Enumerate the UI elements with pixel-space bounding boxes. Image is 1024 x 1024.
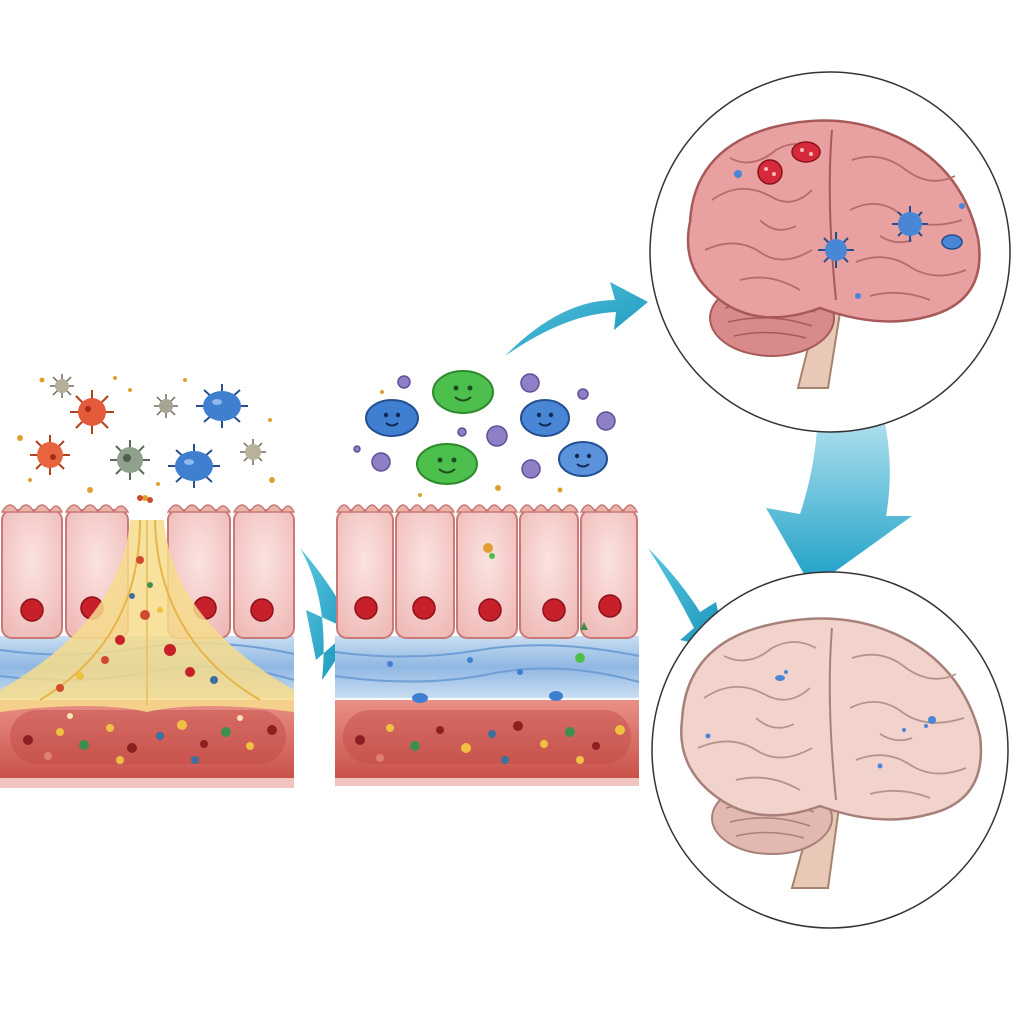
- brain-icon: [680, 617, 983, 889]
- microbe-cluster: [353, 370, 616, 497]
- healthy-gut-panel: [334, 370, 640, 786]
- epithelial-cells: [335, 504, 639, 639]
- microbe-icon: [416, 443, 478, 485]
- blood-particles: [23, 713, 277, 764]
- pathogen-icon: [818, 232, 854, 268]
- microbe-icon: [520, 399, 570, 437]
- pathogen-icon: [791, 141, 821, 163]
- pathogen-cluster: [17, 374, 275, 503]
- pathogen-icon: [154, 394, 178, 418]
- healthy-brain-panel: [651, 571, 1009, 929]
- brain-icon: [686, 119, 981, 389]
- arrow-icon: [505, 282, 648, 356]
- pathogen-icon: [70, 390, 114, 434]
- pathogen-icon: [892, 206, 928, 242]
- microbe-icon: [558, 441, 608, 477]
- inflamed-brain-panel: [649, 71, 1011, 433]
- arrow-icon: [766, 402, 912, 588]
- pathogen-icon: [757, 159, 783, 185]
- pathogen-icon: [168, 444, 220, 488]
- leak-stream: [0, 519, 294, 712]
- leaky-gut-panel: [0, 374, 296, 788]
- pathogen-icon: [110, 440, 150, 480]
- nucleus-icon: [354, 594, 622, 622]
- pathogen-icon: [196, 384, 248, 428]
- blood-particles: [355, 721, 625, 764]
- microbe-icon: [365, 399, 419, 437]
- microbe-icon: [432, 370, 494, 414]
- pathogen-icon: [30, 435, 70, 475]
- pathogen-icon: [50, 374, 74, 398]
- pathogen-icon: [240, 439, 266, 465]
